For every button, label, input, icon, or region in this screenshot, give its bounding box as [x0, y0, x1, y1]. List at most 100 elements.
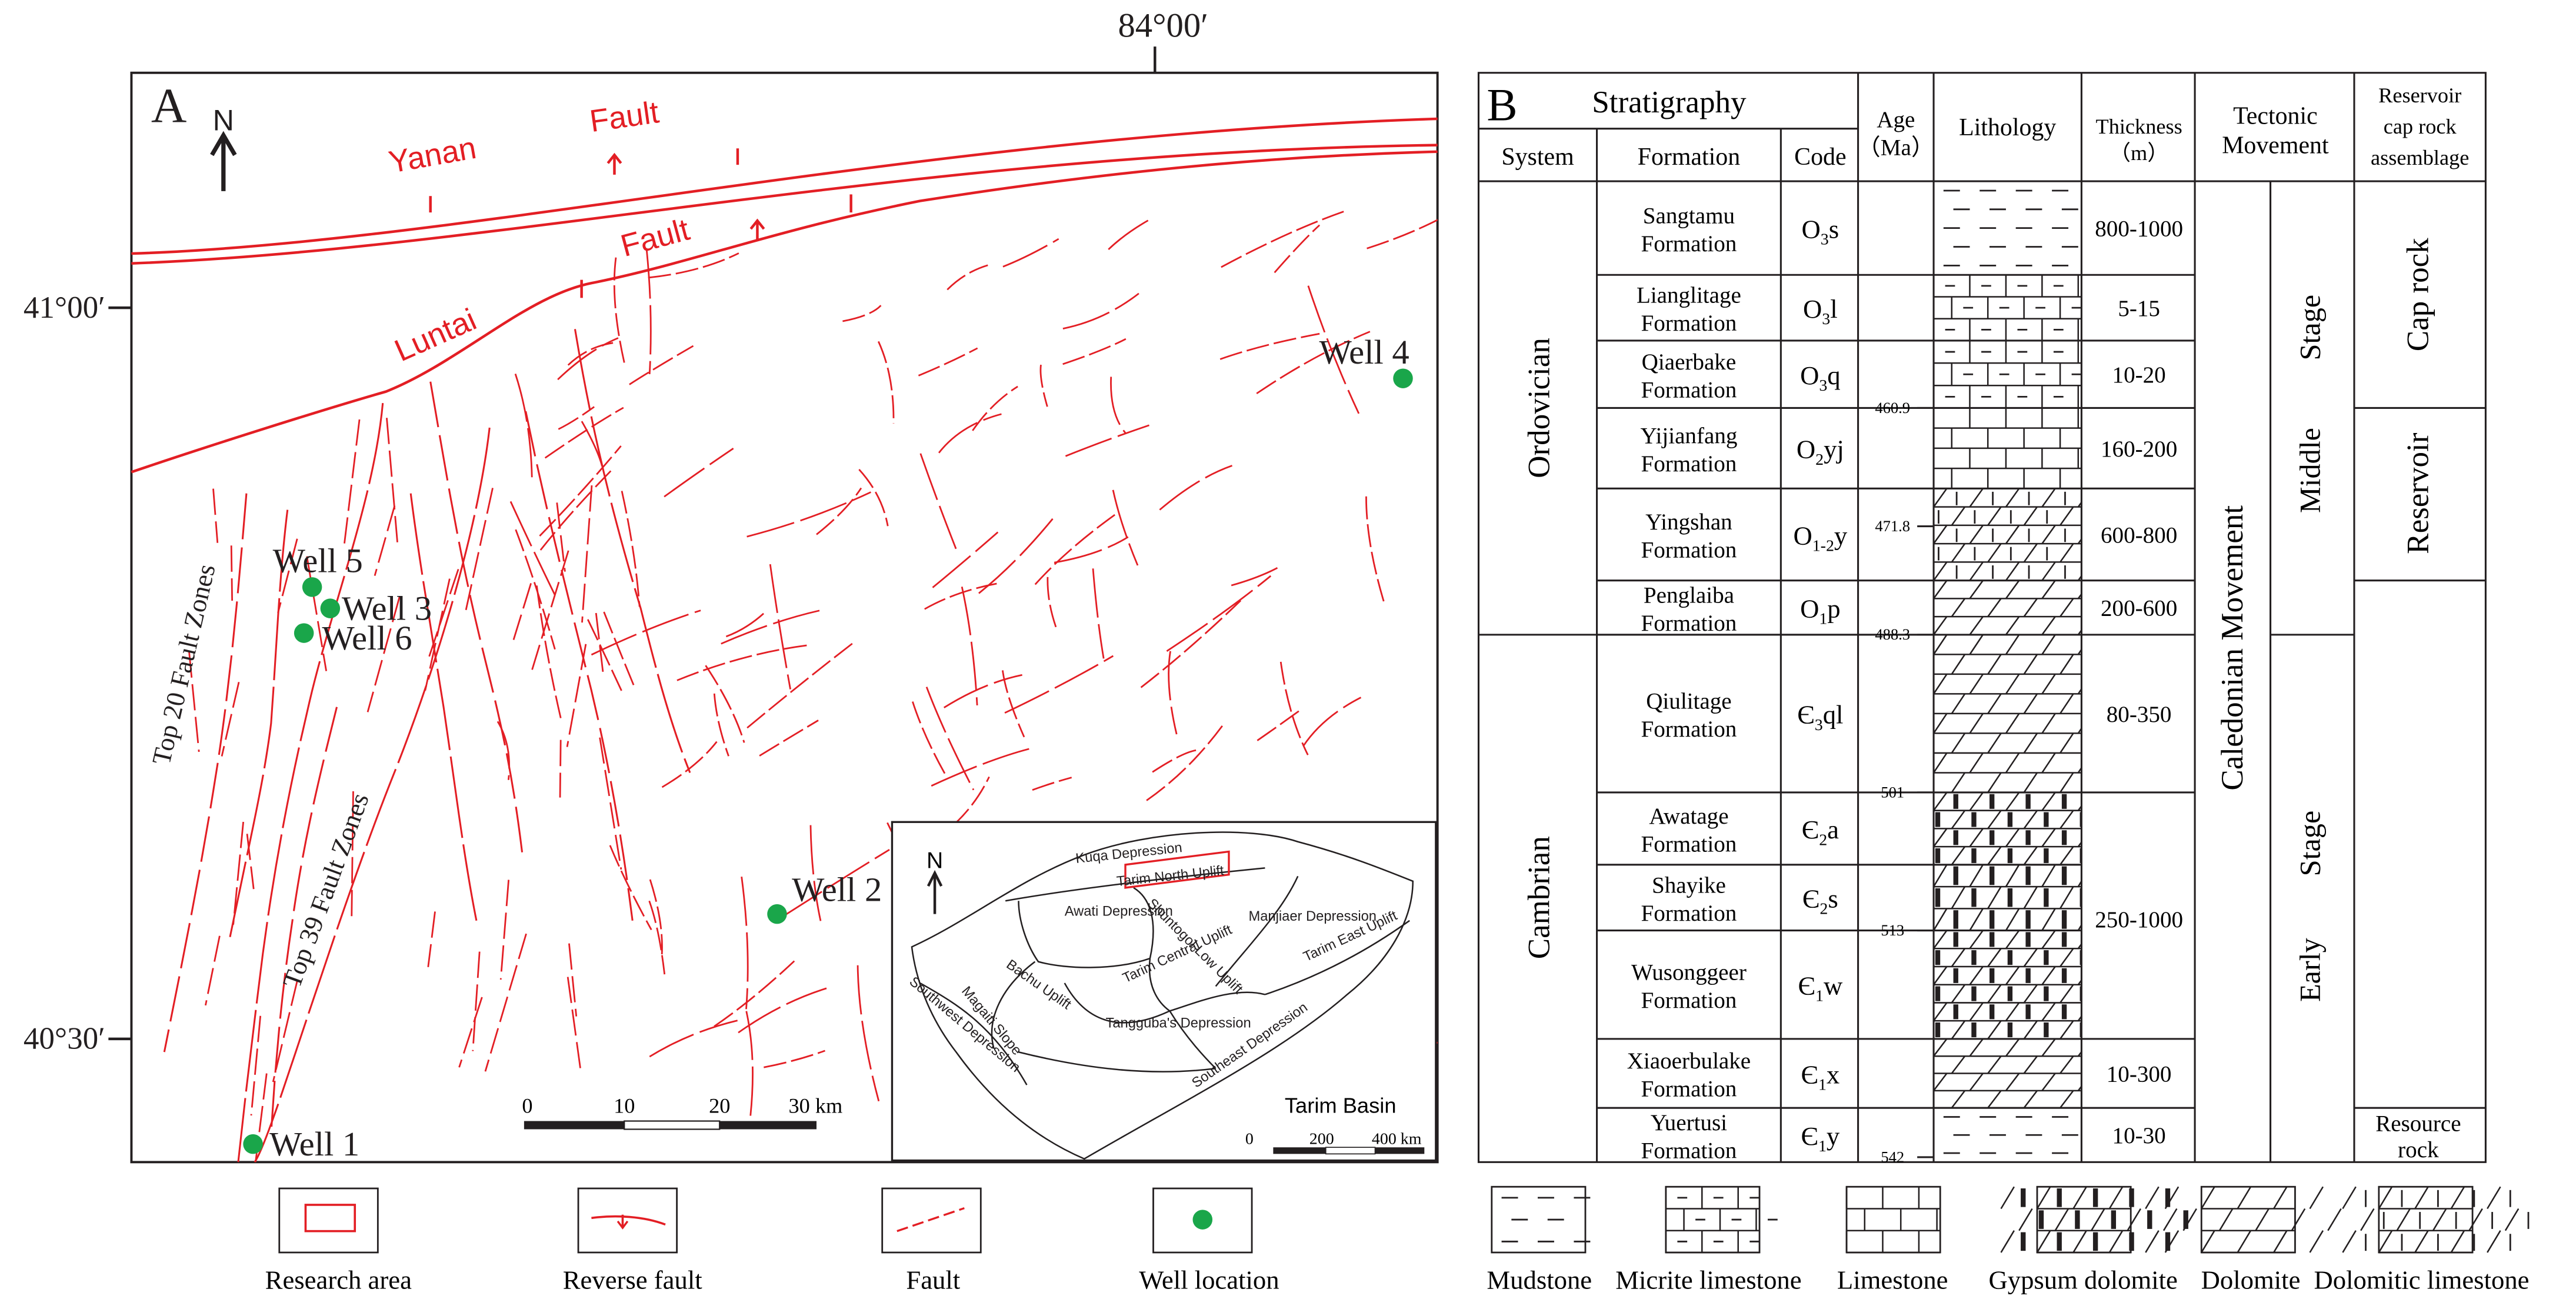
formation-name: Sangtamu [1643, 203, 1735, 228]
fault-trace [558, 406, 595, 430]
code-letter: O [1800, 594, 1819, 624]
legend-swatch-dolomite-pattern-stroke [2218, 1208, 2234, 1231]
lithology-row-6-pattern-stroke [2060, 654, 2074, 675]
lithology-row-4-pattern-stroke [2005, 561, 2020, 581]
inset-title: Tarim Basin [1285, 1094, 1397, 1118]
lithology-row-6-pattern-stroke [1934, 674, 1948, 695]
fault-trace [374, 505, 396, 576]
age-value: 513 [1881, 921, 1904, 939]
panel-a-map: 84°00′ 41°00′ 40°30′ A N Yana [24, 6, 1439, 1164]
legend-fault: Fault [906, 1265, 960, 1294]
legend-swatch-gypsum-gypsum-mark [2092, 1188, 2098, 1207]
formation-name: Shayike [1652, 872, 1726, 898]
code-letter: O [1793, 521, 1812, 550]
legend-well-marker [1192, 1210, 1213, 1230]
header-reservoir-1: Reservoir [2378, 84, 2461, 107]
legend-swatch-dolomitic-pattern-stroke [2378, 1186, 2393, 1210]
lithology-row-6-pattern-stroke [2077, 766, 2082, 774]
fault-trace [677, 644, 808, 681]
fault-trace [745, 1011, 754, 1120]
lithology-row-9-pattern-stroke [1969, 1002, 1984, 1021]
fault-trace [938, 413, 1002, 454]
fault-trace [509, 501, 556, 595]
lithology-row-5-pattern-stroke [1987, 598, 2002, 617]
lithology-row-7-pattern-stroke [1987, 846, 2002, 865]
code-suffix: y [1827, 1121, 1840, 1151]
lithology-row-8-pattern-stroke [1969, 908, 1984, 931]
lithology-row-6-pattern-stroke [2005, 674, 2020, 695]
lithology-row-8-gypsum-mark [1953, 910, 1958, 929]
stage-early-2: Stage [2293, 811, 2326, 877]
code-suffix: y [1834, 521, 1848, 550]
fault-trace [878, 341, 895, 424]
code-letter: O [1803, 294, 1822, 324]
lithology-row-7-pattern-stroke [2005, 792, 2020, 811]
lithology-row-7-gypsum-mark [2025, 830, 2031, 845]
formation-suffix: Formation [1641, 377, 1737, 402]
lithology-row-8-gypsum-mark [2025, 866, 2031, 885]
lithology-row-10-pattern-stroke [1915, 1056, 1928, 1073]
lithology-row-7-gypsum-mark [2116, 812, 2121, 827]
well-3-label: Well 3 [342, 589, 432, 628]
lithology-row-9-gypsum-mark [1953, 968, 1958, 983]
legend-swatch-dolomite-pattern-stroke [2201, 1230, 2215, 1253]
fault-trace [842, 305, 882, 322]
legend-lithology-label: Mudstone [1487, 1265, 1592, 1294]
fault-trace [409, 493, 478, 921]
formation-name: Qiaerbake [1642, 349, 1737, 375]
lithology-row-9-gypsum-mark [2025, 968, 2031, 983]
formation-suffix: Formation [1641, 1077, 1737, 1102]
lithology-row-9-gypsum-mark [1989, 932, 1995, 947]
lithology-row-6-pattern-stroke [1898, 674, 1911, 694]
fault-trace [1092, 568, 1105, 659]
reverse-faults [131, 117, 1438, 474]
merged-thickness: 250-1000 [2095, 907, 2183, 932]
fault-trace [1032, 777, 1072, 791]
fault-trace [1062, 338, 1127, 365]
fault-trace [351, 791, 354, 922]
fault-trace [306, 556, 328, 671]
lithology-row-7-pattern-stroke [2114, 792, 2127, 811]
lithology-row-7-pattern-stroke [2077, 804, 2082, 811]
legend-well-location: Well location [1139, 1265, 1279, 1294]
legend-swatch-gypsum-gypsum-mark [2021, 1232, 2026, 1251]
fault-trace [386, 418, 399, 549]
formation-code: O1-2y [1793, 521, 1847, 555]
formation-name: Yingshan [1645, 509, 1732, 535]
assemblage-reservoir: Reservoir [2401, 432, 2435, 554]
lithology-row-4-pattern-stroke [1915, 507, 1928, 525]
lithology-row-8-pattern-stroke [1915, 887, 1928, 908]
lithology-row-6-pattern-stroke [1969, 752, 1984, 774]
lithology-row-8-gypsum-mark [2025, 910, 2031, 929]
legend-map: Research area Reverse fault Fault Well l… [265, 1187, 1279, 1294]
inset-tarim-basin: N Kuqa Depression Tarim North Uplift Awa… [891, 821, 1437, 1162]
fault-trace [568, 943, 578, 1017]
lithology-row-6-pattern-stroke [2097, 733, 2110, 753]
fault-trace [465, 488, 494, 611]
formation-name: Qiulitage [1646, 689, 1731, 714]
fault-trace [816, 487, 862, 535]
lithology-row-9-pattern-stroke [1898, 967, 1911, 985]
fault-trace [931, 748, 1029, 787]
legend-swatch-gypsum-gypsum-mark [2075, 1210, 2080, 1229]
legend-swatch-dolomite-pattern-stroke [2182, 1208, 2197, 1231]
fault-trace [250, 1015, 262, 1116]
well-3-marker [320, 598, 341, 618]
lithology-row-7-gypsum-mark [2007, 848, 2013, 864]
inset-scale-200: 200 [1309, 1130, 1334, 1148]
lithology-row-10-pattern-stroke [2005, 1072, 2020, 1091]
well-1-marker [243, 1134, 263, 1154]
lithology-row-8-pattern-stroke [1934, 908, 1948, 931]
well-6-label: Well 6 [322, 619, 412, 657]
legend-swatch-gypsum-gypsum-mark [2111, 1210, 2117, 1229]
fault-trace [1034, 514, 1115, 585]
fault-trace [1065, 424, 1149, 457]
lithology-row-8-gypsum-mark [2080, 888, 2082, 907]
lithology-row-9-gypsum-mark [1917, 1004, 1922, 1019]
lithology-row-7-gypsum-mark [1917, 830, 1922, 845]
legend-swatch-dolomitic-pattern-stroke [2487, 1230, 2501, 1253]
legend-swatch-gypsum-gypsum-mark [2129, 1188, 2134, 1207]
formation-code: Є1x [1801, 1060, 1839, 1094]
lithology-row-7-pattern-stroke [2041, 792, 2056, 811]
